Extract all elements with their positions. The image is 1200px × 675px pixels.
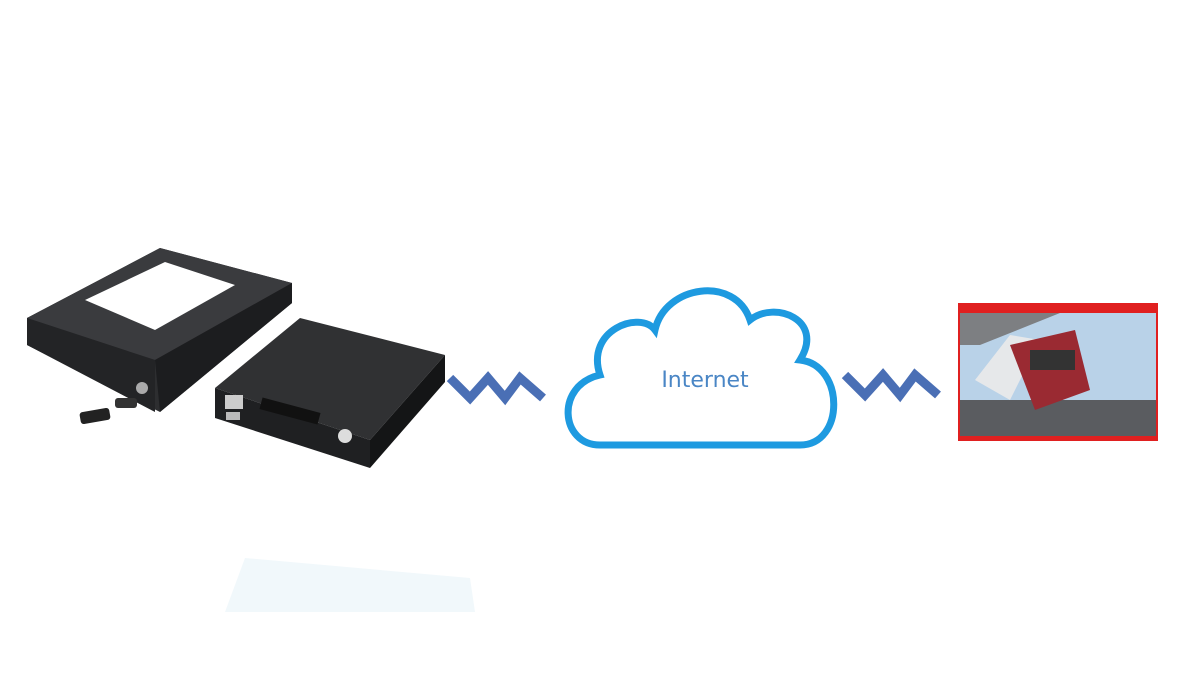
dvr-device-image bbox=[215, 318, 445, 468]
cloud-label: Internet bbox=[661, 368, 749, 393]
wireless-signal-icon bbox=[841, 368, 941, 403]
cloud-icon bbox=[564, 287, 838, 449]
lockbox-image bbox=[27, 248, 292, 425]
wireless-signal-icon bbox=[446, 371, 546, 406]
reflection-shape bbox=[225, 558, 475, 612]
truck-accident-photo bbox=[958, 303, 1158, 441]
